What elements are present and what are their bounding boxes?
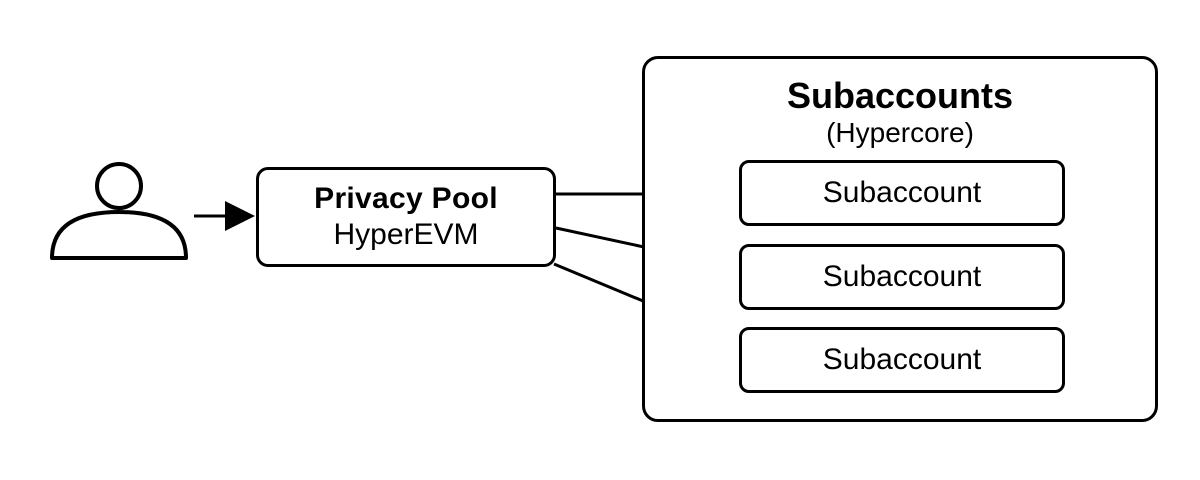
subaccount-node-2: Subaccount: [739, 244, 1065, 310]
subaccount-node-1: Subaccount: [739, 160, 1065, 226]
subaccounts-group: Subaccounts (Hypercore) Subaccount Subac…: [642, 56, 1158, 422]
privacy-pool-chain-label: HyperEVM: [333, 218, 479, 251]
subaccounts-group-subtitle: (Hypercore): [826, 117, 974, 148]
subaccounts-group-title: Subaccounts: [786, 75, 1014, 116]
privacy-pool-node: Privacy Pool HyperEVM: [256, 167, 556, 267]
privacy-pool-label: Privacy Pool: [314, 182, 498, 215]
person-icon: [50, 162, 188, 260]
subaccount-node-3: Subaccount: [739, 327, 1065, 393]
